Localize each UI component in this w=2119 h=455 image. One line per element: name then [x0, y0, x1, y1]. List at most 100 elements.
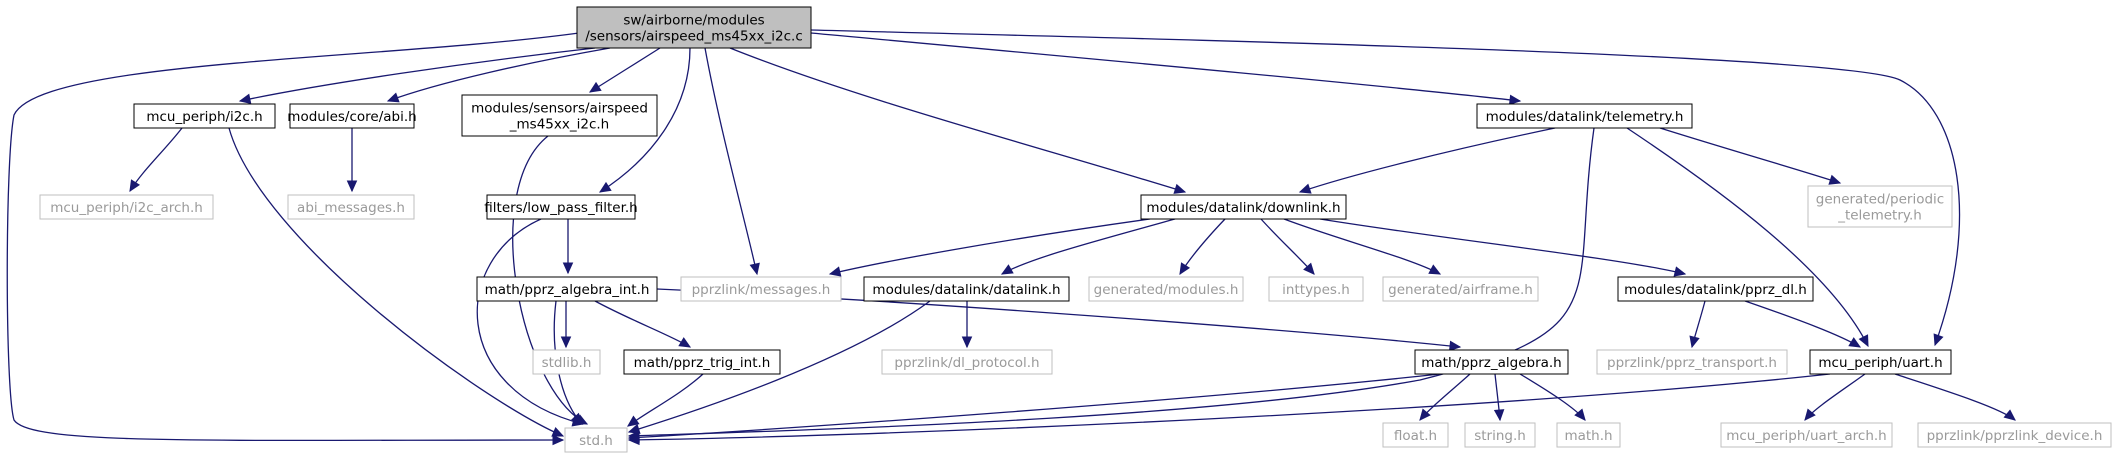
- node-box: [881, 349, 1053, 375]
- arrowhead: [1673, 266, 1687, 277]
- node-label: sw/airborne/modules: [623, 13, 764, 29]
- node-label: math/pprz_algebra.h: [1421, 355, 1561, 371]
- edge-line: [599, 47, 691, 193]
- edge-downlink-to-datalink: [1000, 218, 1176, 275]
- edge-line: [6, 32, 580, 442]
- node-uartarch: mcu_periph/uart_arch.h: [1720, 422, 1893, 448]
- node-string: string.h: [1464, 422, 1536, 448]
- arrowhead: [552, 434, 565, 446]
- node-box: [1140, 194, 1347, 220]
- node-box: [1596, 349, 1788, 375]
- arrowhead: [1848, 337, 1862, 348]
- node-box: [476, 276, 658, 302]
- arrowhead: [1428, 264, 1442, 275]
- edge-line: [476, 218, 584, 425]
- node-messages: pprzlink/messages.h: [680, 276, 842, 302]
- edge-datalink-to-std: [627, 300, 931, 434]
- edge-root-to-lpf: [598, 47, 691, 193]
- node-inttypes: inttypes.h: [1268, 276, 1364, 302]
- node-label: math.h: [1564, 428, 1612, 444]
- node-label: std.h: [579, 433, 613, 449]
- edge-line: [1894, 373, 2016, 421]
- node-box: [1464, 422, 1536, 448]
- edge-i2c-to-i2carch: [129, 127, 183, 193]
- node-label: stdlib.h: [542, 355, 592, 371]
- node-label: string.h: [1474, 428, 1526, 444]
- node-label: _telemetry.h: [1837, 208, 1922, 224]
- node-label: math/pprz_trig_int.h: [634, 355, 771, 371]
- node-uart[interactable]: mcu_periph/uart.h: [1809, 349, 1952, 375]
- edge-line: [1804, 373, 1866, 421]
- arrowhead: [828, 266, 842, 277]
- arrowhead: [1298, 183, 1312, 194]
- edge-i2c-to-std: [228, 127, 565, 437]
- node-pprzdl[interactable]: modules/datalink/pprz_dl.h: [1617, 276, 1814, 302]
- edge-algint-to-stdlib: [560, 300, 572, 349]
- edge-line: [1001, 218, 1176, 275]
- nodes-layer: sw/airborne/modules/sensors/airspeed_ms4…: [39, 6, 2112, 453]
- edge-line: [810, 29, 1961, 346]
- edge-line: [387, 47, 611, 102]
- node-box: [461, 94, 658, 137]
- edge-line: [1659, 127, 1841, 184]
- arrowhead: [598, 181, 612, 193]
- node-box: [623, 349, 781, 375]
- node-ms45h[interactable]: modules/sensors/airspeed_ms45xx_i2c.h: [461, 94, 658, 137]
- node-label: modules/datalink/pprz_dl.h: [1624, 282, 1807, 298]
- node-label: generated/modules.h: [1094, 282, 1239, 298]
- edge-abi-to-abimsg: [346, 127, 358, 193]
- edge-downlink-to-pprzdl: [1319, 218, 1687, 277]
- edge-pprzdl-to-transport: [1689, 300, 1706, 349]
- node-label: pprzlink/pprz_transport.h: [1607, 355, 1777, 371]
- edge-uart-to-uartarch: [1804, 373, 1866, 421]
- edge-root-to-i2c: [238, 47, 596, 104]
- node-box: [1809, 349, 1952, 375]
- edge-downlink-to-messages: [828, 218, 1151, 277]
- node-label: abi_messages.h: [297, 200, 405, 216]
- edge-algint-to-trigint: [594, 300, 692, 348]
- node-box: [1556, 422, 1621, 448]
- node-box: [287, 194, 415, 220]
- node-label: mcu_periph/i2c.h: [146, 109, 262, 125]
- node-box: [1382, 422, 1449, 448]
- arrowhead: [1419, 408, 1431, 421]
- node-trigint[interactable]: math/pprz_trig_int.h: [623, 349, 781, 375]
- node-label: math/pprz_algebra_int.h: [485, 282, 650, 298]
- edge-root-to-abi: [386, 47, 611, 103]
- node-label: float.h: [1394, 428, 1437, 444]
- edge-root-to-downlink: [729, 47, 1187, 194]
- node-algint[interactable]: math/pprz_algebra_int.h: [476, 276, 658, 302]
- node-datalink[interactable]: modules/datalink/datalink.h: [863, 276, 1070, 302]
- node-i2c[interactable]: mcu_periph/i2c.h: [133, 103, 276, 129]
- edge-telemetry-to-uart: [1626, 127, 1869, 348]
- node-math: math.h: [1556, 422, 1621, 448]
- node-label: mcu_periph/uart_arch.h: [1726, 428, 1887, 444]
- edge-line: [589, 47, 661, 93]
- node-label: pprzlink/dl_protocol.h: [894, 355, 1039, 371]
- node-abi[interactable]: modules/core/abi.h: [287, 103, 417, 129]
- node-label: pprzlink/messages.h: [692, 282, 831, 298]
- node-label: modules/sensors/airspeed: [471, 101, 648, 117]
- node-airframe: generated/airframe.h: [1382, 276, 1539, 302]
- edge-line: [239, 47, 596, 102]
- arrowhead: [1858, 334, 1869, 348]
- arrowhead: [1828, 174, 1842, 185]
- node-telemetry[interactable]: modules/datalink/telemetry.h: [1476, 103, 1693, 129]
- edge-line: [594, 300, 691, 348]
- edge-line: [1626, 127, 1869, 347]
- arrowhead: [1179, 262, 1191, 276]
- node-box: [133, 103, 276, 129]
- edge-line: [627, 373, 704, 427]
- node-lpf[interactable]: filters/low_pass_filter.h: [484, 194, 638, 220]
- edge-pprzdl-to-uart: [1744, 300, 1862, 348]
- arrowhead: [2003, 409, 2016, 421]
- node-algebra[interactable]: math/pprz_algebra.h: [1414, 349, 1569, 375]
- edge-line: [829, 218, 1151, 275]
- edge-line: [228, 127, 564, 437]
- edge-root-to-std: [6, 32, 580, 446]
- node-box: [39, 194, 214, 220]
- node-downlink[interactable]: modules/datalink/downlink.h: [1140, 194, 1347, 220]
- node-root[interactable]: sw/airborne/modules/sensors/airspeed_ms4…: [576, 6, 812, 49]
- edge-downlink-to-genmod: [1179, 218, 1226, 276]
